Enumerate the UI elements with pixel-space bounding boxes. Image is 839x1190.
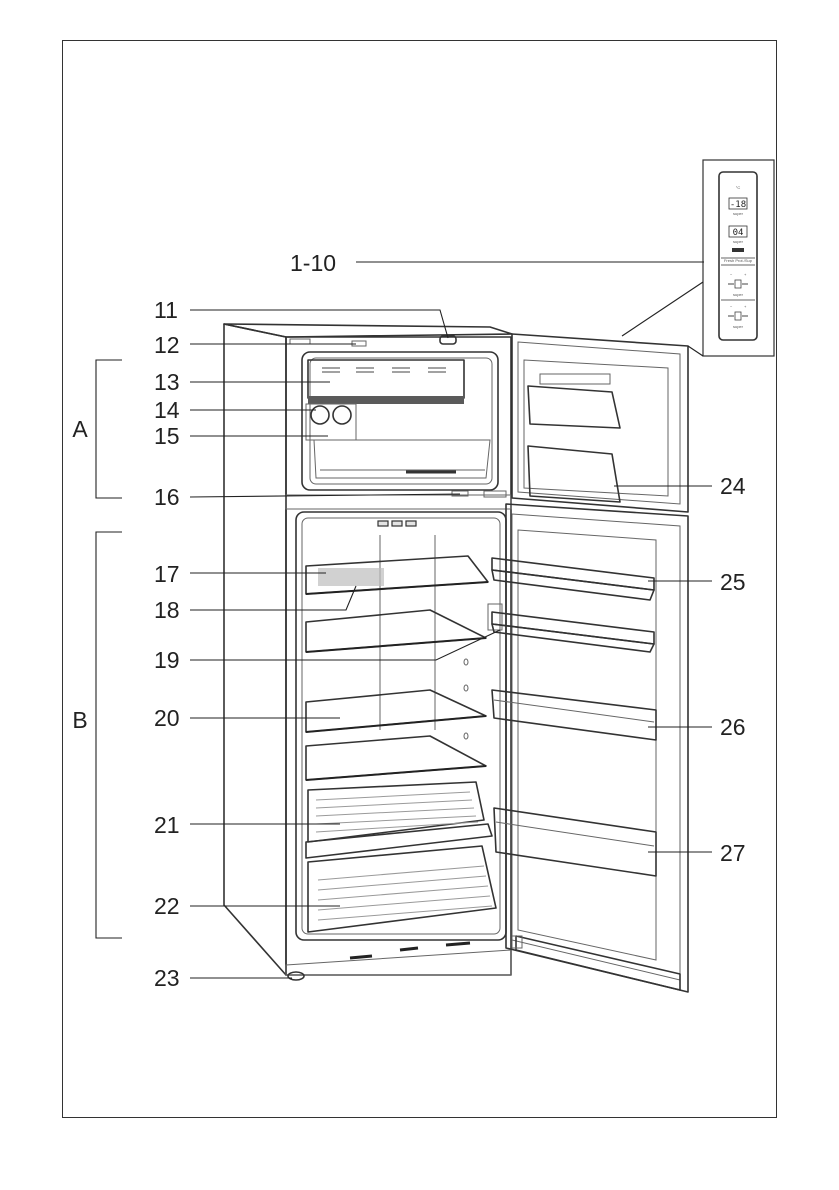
callout-21: 21 xyxy=(154,812,180,838)
freezer-door xyxy=(512,334,688,512)
control-panel-inset: °C -18 super 04 super Fresh Prot./Sup −+… xyxy=(622,160,774,356)
callout-1-10: 1-10 xyxy=(290,250,336,276)
panel-small-label-1: super xyxy=(733,211,744,216)
callout-22: 22 xyxy=(154,893,180,919)
zone-bracket-a xyxy=(96,360,122,498)
zone-bracket-b xyxy=(96,532,122,938)
panel-small-label-4: super xyxy=(733,292,744,297)
fridge-compartment xyxy=(296,512,506,940)
callout-18: 18 xyxy=(154,597,180,623)
callout-15: 15 xyxy=(154,423,180,449)
callout-13: 13 xyxy=(154,369,180,395)
panel-small-label-2: super xyxy=(733,239,744,244)
callout-25: 25 xyxy=(720,569,746,595)
panel-small-label-5: super xyxy=(733,324,744,329)
callout-19: 19 xyxy=(154,647,180,673)
fridge-door xyxy=(492,504,688,992)
fridge-body xyxy=(224,324,512,980)
freezer-temp-display: -18 xyxy=(730,200,746,210)
panel-unit-label: °C xyxy=(736,185,741,190)
callout-24: 24 xyxy=(720,473,746,499)
callout-20: 20 xyxy=(154,705,180,731)
freezer-compartment xyxy=(290,336,506,497)
callout-23: 23 xyxy=(154,965,180,991)
zone-label-b: B xyxy=(72,707,87,733)
zone-label-a: A xyxy=(72,416,88,442)
callout-27: 27 xyxy=(720,840,746,866)
callout-16: 16 xyxy=(154,484,180,510)
callout-12: 12 xyxy=(154,332,180,358)
panel-small-label-3: Fresh Prot./Sup xyxy=(724,258,753,263)
callout-11: 11 xyxy=(154,297,178,323)
callout-26: 26 xyxy=(720,714,746,740)
fridge-temp-display: 04 xyxy=(733,228,744,238)
callout-17: 17 xyxy=(154,561,180,587)
callout-14: 14 xyxy=(154,397,180,423)
